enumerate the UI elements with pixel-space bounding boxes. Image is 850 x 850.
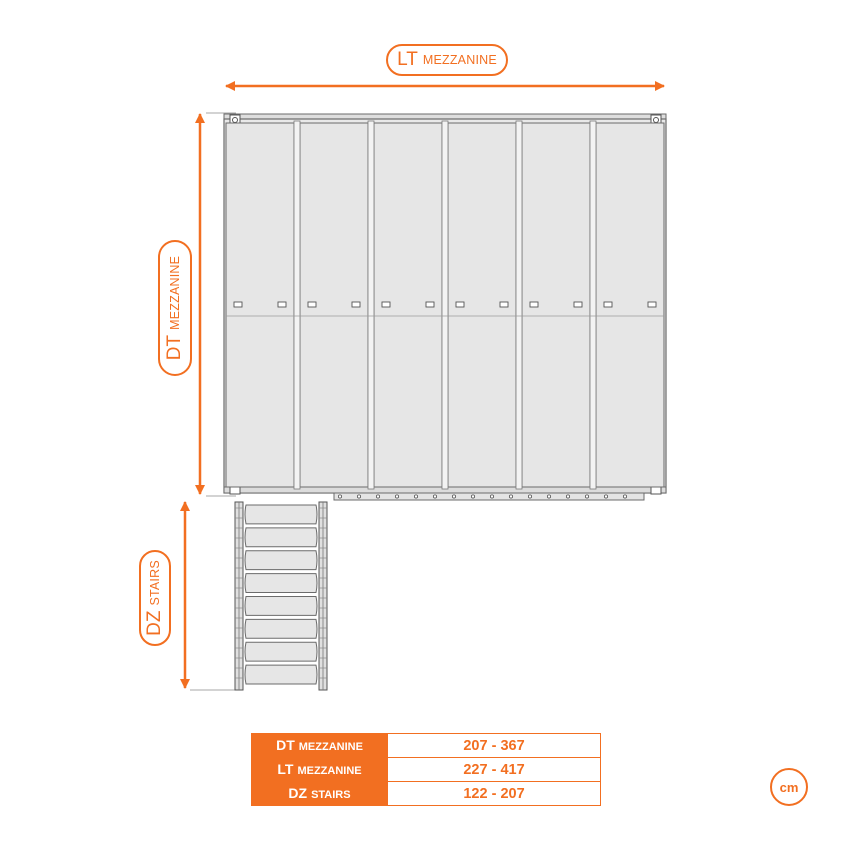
panel-clip (573, 301, 583, 308)
beam-bolt (585, 494, 590, 499)
stair-step (244, 618, 318, 639)
lt-code: LT (397, 49, 418, 70)
panel-clip (603, 301, 613, 308)
dt-code: DT (164, 334, 185, 361)
stair-step (244, 527, 318, 548)
staircase (234, 501, 328, 691)
panel-clip (529, 301, 539, 308)
beam-bolt (604, 494, 609, 499)
spec-code: DT (276, 736, 295, 753)
panel-clip (647, 301, 657, 308)
dz-word: STAIRS (148, 560, 162, 606)
beam-bolt (413, 494, 418, 499)
lt-word: MEZZANINE (422, 53, 497, 67)
spec-code: LT (277, 760, 294, 777)
panel-clip (499, 301, 509, 308)
beam-bolt (375, 494, 380, 499)
beam-bolt (528, 494, 533, 499)
stair-step (244, 596, 318, 616)
stair-step (244, 641, 318, 662)
deck-joint (441, 120, 449, 490)
panel-clip (351, 301, 361, 308)
beam-bolt (566, 494, 571, 499)
unit-badge: cm (770, 768, 808, 806)
beam-bolt (623, 494, 628, 499)
beam-bolt (508, 494, 513, 499)
panel-clip (455, 301, 465, 308)
deck-joint (589, 120, 597, 490)
dz-stairs-label: DZ STAIRS (139, 550, 171, 646)
dz-code: DZ (144, 610, 165, 636)
beam-bolt (547, 494, 552, 499)
spec-word: STAIRS (311, 788, 351, 801)
lt-mezzanine-label: LT MEZZANINE (386, 44, 508, 76)
beam-bolt (394, 494, 399, 499)
spec-range-value: 207 - 367 (387, 733, 601, 758)
deck-joint (293, 120, 301, 490)
stair-step (244, 550, 318, 571)
stair-step (244, 664, 318, 685)
panel-clip (307, 301, 317, 308)
spec-word: MEZZANINE (298, 740, 363, 753)
spec-word: MEZZANINE (297, 764, 362, 777)
deck-joint (367, 120, 375, 490)
beam-bolt (451, 494, 456, 499)
panel-clip (425, 301, 435, 308)
dt-mezzanine-label: DT MEZZANINE (158, 240, 192, 376)
beam-bolt (356, 494, 361, 499)
beam-bolt (432, 494, 437, 499)
panel-clip (277, 301, 287, 308)
panel-clip (233, 301, 243, 308)
dt-word: MEZZANINE (168, 255, 182, 330)
stair-step (244, 573, 318, 593)
panel-clip (381, 301, 391, 308)
spec-range-value: 227 - 417 (387, 757, 601, 782)
beam-bolt (337, 494, 342, 499)
mezzanine-platform (223, 113, 667, 501)
deck-joint (515, 120, 523, 490)
spec-code: DZ (288, 784, 308, 801)
beam-bolt (470, 494, 475, 499)
stair-step (244, 504, 318, 525)
spec-range-value: 122 - 207 (387, 781, 601, 806)
beam-bolt (489, 494, 494, 499)
